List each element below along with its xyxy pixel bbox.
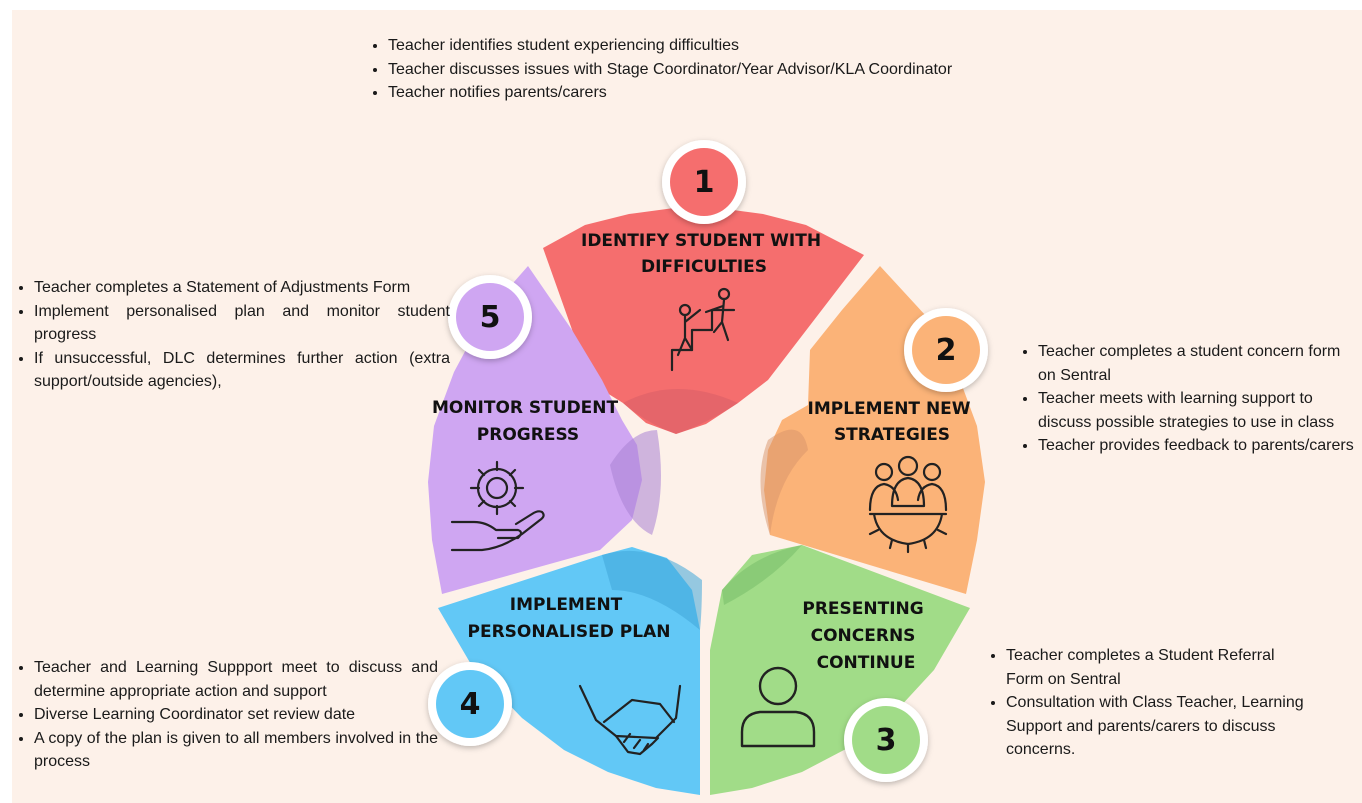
segment-2: 2 IMPLEMENT NEW STRATEGIES: [764, 266, 988, 594]
list-item: Implement personalised plan and monitor …: [34, 300, 450, 347]
segment-4: 4 IMPLEMENT PERSONALISED PLAN: [428, 547, 700, 800]
list-item: Teacher completes a Student Referral For…: [1006, 644, 1316, 691]
step-5-notes: Teacher completes a Statement of Adjustm…: [8, 276, 450, 394]
list-item: If unsuccessful, DLC determines further …: [34, 347, 450, 394]
list-item: Teacher discusses issues with Stage Coor…: [388, 58, 1028, 82]
list-item: Teacher provides feedback to parents/car…: [1038, 434, 1358, 458]
step-5-title: MONITOR STUDENT PROGRESS: [432, 398, 624, 445]
list-item: Teacher meets with learning support to d…: [1038, 387, 1358, 434]
segment-1: 1 IDENTIFY STUDENT WITH DIFFICULTIES: [543, 140, 864, 434]
step-4-title: IMPLEMENT PERSONALISED PLAN: [468, 595, 671, 642]
step-5-number: 5: [480, 300, 501, 335]
step-2-number: 2: [936, 333, 957, 368]
step-1-number: 1: [694, 165, 715, 200]
segment-3: 3 PRESENTING CONCERNS CONTINUE: [710, 545, 970, 800]
list-item: Teacher completes a student concern form…: [1038, 340, 1358, 387]
diagram-canvas: 1 IDENTIFY STUDENT WITH DIFFICULTIES 2 I…: [12, 10, 1362, 803]
step-4-notes: Teacher and Learning Suppport meet to di…: [8, 656, 438, 774]
list-item: Diverse Learning Coordinator set review …: [34, 703, 438, 727]
step-2-notes: Teacher completes a student concern form…: [1012, 340, 1358, 458]
step-1-notes: Teacher identifies student experiencing …: [362, 34, 1028, 105]
climbing-help-icon: [670, 287, 736, 372]
segment-3-shape: [710, 545, 970, 800]
list-item: A copy of the plan is given to all membe…: [34, 727, 438, 774]
gear-hand-icon: [450, 460, 545, 552]
step-3-title: PRESENTING CONCERNS CONTINUE: [802, 599, 929, 673]
handshake-icon: [578, 684, 682, 756]
list-item: Consultation with Class Teacher, Learnin…: [1006, 691, 1316, 762]
team-gear-icon: [868, 455, 948, 554]
center-overlaps: [602, 389, 808, 630]
step-3-number: 3: [876, 723, 897, 758]
step-1-title: IDENTIFY STUDENT WITH DIFFICULTIES: [581, 231, 827, 277]
list-item: Teacher notifies parents/carers: [388, 81, 1028, 105]
cycle-diagram: 1 IDENTIFY STUDENT WITH DIFFICULTIES 2 I…: [428, 140, 988, 800]
list-item: Teacher and Learning Suppport meet to di…: [34, 656, 438, 703]
step-4-number: 4: [460, 687, 481, 722]
step-2-title: IMPLEMENT NEW STRATEGIES: [808, 399, 977, 445]
step-3-notes: Teacher completes a Student Referral For…: [980, 644, 1316, 762]
list-item: Teacher identifies student experiencing …: [388, 34, 1028, 58]
segment-1-shape: [543, 208, 864, 434]
list-item: Teacher completes a Statement of Adjustm…: [34, 276, 450, 300]
segment-5: 5 MONITOR STUDENT PROGRESS: [428, 266, 642, 594]
person-icon: [740, 666, 816, 748]
